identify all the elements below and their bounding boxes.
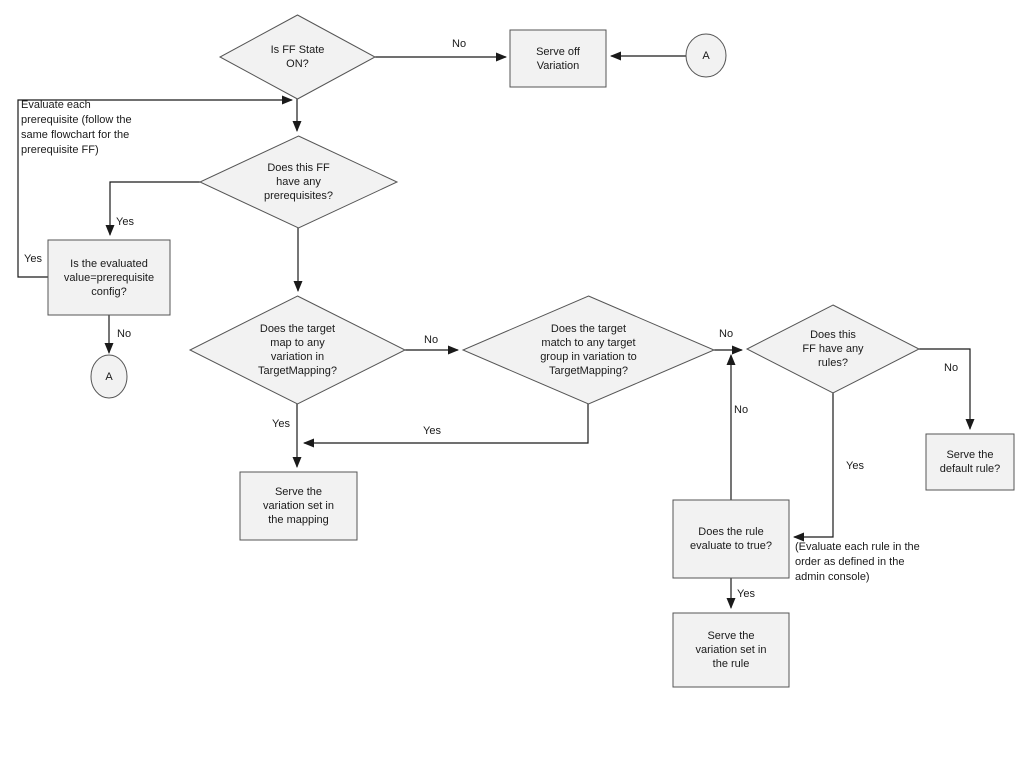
has-rules-shape [745, 304, 921, 394]
edge-prereq-yes [105, 181, 200, 236]
edge-rules-yes [793, 393, 834, 542]
serve-off-variation-shape [509, 29, 607, 88]
has-prerequisites-shape [198, 135, 399, 229]
serve-default-rule-shape [925, 433, 1015, 491]
serve-variation-rule-shape [672, 612, 790, 688]
edge-match-yes [303, 404, 589, 448]
evaluated-value-config-shape [47, 239, 171, 316]
edge-rules-no [919, 348, 975, 430]
target-maps-variation-shape [188, 295, 407, 405]
edge-prereq-loop [17, 95, 293, 278]
connector-a-left-shape [90, 354, 128, 399]
is-ff-state-on-shape [218, 14, 377, 100]
connector-a-top-shape [685, 33, 727, 78]
rule-evaluates-true-shape [672, 499, 790, 579]
serve-variation-mapping-shape [239, 471, 358, 541]
target-matches-group-shape [461, 295, 716, 405]
